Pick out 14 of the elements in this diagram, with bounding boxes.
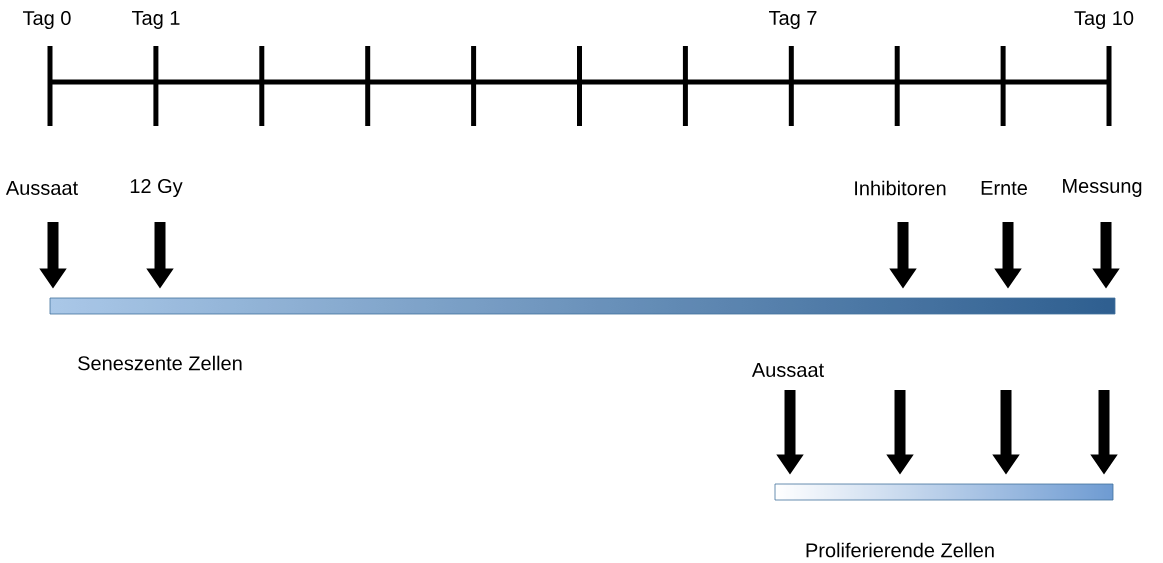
day-label: Tag 10	[1074, 10, 1134, 30]
cell-bar	[774, 483, 1114, 501]
bar-caption: Seneszente Zellen	[78, 355, 242, 371]
bar-caption: Proliferierende Zellen	[806, 542, 994, 558]
arrow-label: Inhibitoren	[855, 180, 946, 196]
arrow-label: Aussaat	[5, 181, 78, 195]
day-label: Tag 1	[132, 11, 180, 29]
arrow-label: Aussaat	[751, 363, 824, 377]
day-label: Tag 0	[23, 10, 71, 30]
arrow-label: 12 Gy	[130, 178, 183, 198]
arrow-label: Messung	[1063, 179, 1142, 197]
cell-bar	[49, 297, 1116, 315]
arrow-label: Ernte	[981, 181, 1027, 195]
day-label: Tag 7	[769, 11, 817, 29]
